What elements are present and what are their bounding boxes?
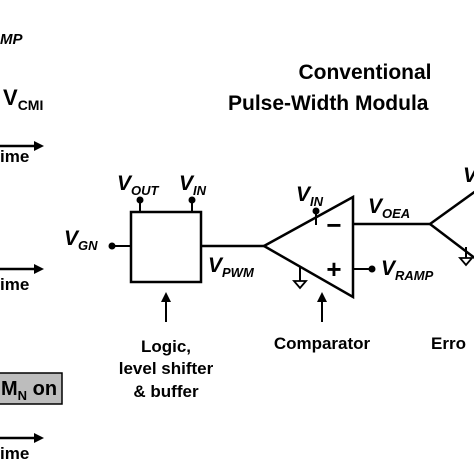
logic-caption-line-2: level shifter bbox=[119, 359, 214, 378]
error-amp-ground-symbol bbox=[458, 257, 474, 267]
vout-label: VOUT bbox=[117, 172, 160, 198]
error-amplifier: V Erro bbox=[427, 164, 474, 353]
mn-on-box bbox=[0, 372, 63, 405]
vout-pin-dot bbox=[136, 196, 144, 204]
logic-caption-arrowhead bbox=[161, 292, 171, 302]
logic-block: VOUT VIN VGN Logic, level shifter & buff… bbox=[64, 172, 214, 401]
time-arrowhead-3 bbox=[34, 433, 44, 443]
title-line-2: Pulse-Width Modula bbox=[228, 92, 429, 115]
error-amp-caption: Erro bbox=[431, 334, 466, 353]
error-amp-triangle bbox=[427, 190, 474, 260]
comparator: − + VIN VRAMP Comparator bbox=[261, 183, 434, 353]
time-arrowhead-1 bbox=[34, 141, 44, 151]
time-arrowhead-2 bbox=[34, 264, 44, 274]
time-axis-label-1: ime bbox=[0, 147, 29, 166]
comparator-triangle bbox=[261, 194, 355, 300]
mn-on-label: MN on bbox=[1, 378, 57, 403]
comparator-vin-dot bbox=[312, 207, 320, 215]
logic-caption-line-3: & buffer bbox=[133, 382, 199, 401]
left-panel: MP VCMI ime ime MN on ime bbox=[0, 31, 63, 463]
comparator-vin-label: VIN bbox=[296, 183, 324, 209]
comparator-caption-arrowhead bbox=[317, 292, 327, 302]
comparator-ground-symbol bbox=[292, 280, 308, 290]
vgn-label: VGN bbox=[64, 227, 98, 253]
voea-label: VOEA bbox=[368, 195, 410, 221]
logic-vin-label: VIN bbox=[179, 172, 207, 198]
logic-box bbox=[129, 210, 203, 284]
time-axis-label-2: ime bbox=[0, 275, 29, 294]
vin-pin-dot bbox=[188, 196, 196, 204]
vramp-label: VRAMP bbox=[381, 257, 434, 283]
ramp-label: MP bbox=[0, 31, 23, 48]
title-line-1: Conventional bbox=[298, 61, 431, 84]
cmi-label: VCMI bbox=[3, 85, 43, 113]
comparator-plus: + bbox=[326, 254, 341, 284]
vgn-pin-dot bbox=[108, 242, 116, 250]
vramp-dot bbox=[368, 265, 376, 273]
logic-caption-line-1: Logic, bbox=[141, 337, 191, 356]
error-amp-top-label: V bbox=[463, 164, 474, 187]
vpwm-label: VPWM bbox=[208, 254, 255, 280]
comparator-caption: Comparator bbox=[274, 334, 371, 353]
comparator-minus: − bbox=[326, 210, 341, 240]
time-axis-label-3: ime bbox=[0, 444, 29, 463]
